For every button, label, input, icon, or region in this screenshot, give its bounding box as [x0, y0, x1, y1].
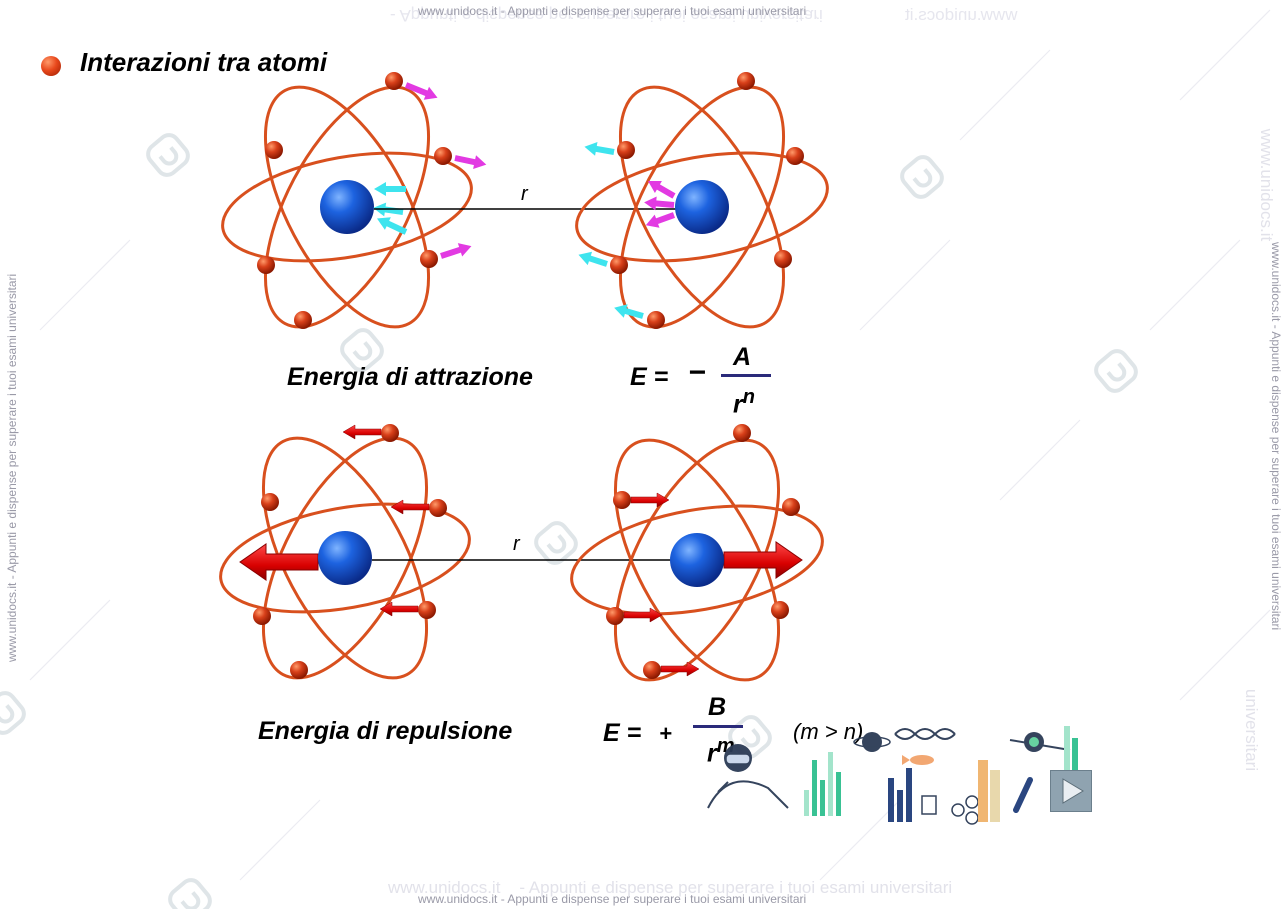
electron: [385, 72, 403, 90]
atom-attraction-right: [575, 72, 829, 329]
watermark-logo-icon: [1094, 349, 1138, 393]
arrow-red-small: [623, 607, 663, 623]
electron: [610, 256, 628, 274]
electron: [774, 250, 792, 268]
electron: [418, 601, 436, 619]
arrow-cyan: [584, 141, 615, 156]
attraction-formula-lhs: E =: [630, 363, 669, 391]
distance-label-repulsion: r: [513, 533, 520, 555]
orbit: [575, 151, 829, 263]
arrow-magenta: [404, 82, 438, 100]
electron: [257, 256, 275, 274]
watermark-logo-icon: [168, 878, 212, 909]
arrow-cyan: [614, 304, 644, 319]
watermark-logo-icon: [900, 155, 944, 199]
denominator-base: r: [733, 390, 743, 419]
electron: [606, 607, 624, 625]
arrow-cyan: [578, 251, 608, 267]
electron: [782, 498, 800, 516]
orbit: [263, 85, 431, 329]
watermark-logo-icon: [340, 328, 384, 372]
attraction-numerator: A: [733, 343, 752, 371]
arrow-red-small: [390, 499, 430, 515]
denominator-base: r: [707, 739, 717, 768]
electron: [643, 661, 661, 679]
electron: [647, 311, 665, 329]
watermark-logo-icon: [146, 133, 190, 177]
repulsion-caption: Energia di repulsione: [258, 717, 513, 745]
electron: [261, 493, 279, 511]
repulsion-condition: (m > n): [793, 719, 864, 744]
science-education-illustration: [707, 726, 1078, 825]
denominator-exponent: n: [742, 386, 755, 408]
watermark-logo-icon: [0, 691, 26, 735]
arrow-cyan: [373, 202, 404, 217]
electron: [733, 424, 751, 442]
electron: [381, 424, 399, 442]
attraction-denominator: rn: [733, 386, 755, 419]
electron: [737, 72, 755, 90]
electron: [429, 499, 447, 517]
electron: [771, 601, 789, 619]
next-slide-button[interactable]: [1050, 770, 1092, 812]
nucleus: [670, 533, 724, 587]
orbit: [618, 85, 786, 329]
electron: [290, 661, 308, 679]
arrow-red-small: [379, 601, 419, 617]
nucleus: [675, 180, 729, 234]
attraction-formula-sign: −: [688, 356, 706, 389]
atom-repulsion-right: [570, 424, 824, 682]
arrow-magenta: [645, 212, 676, 228]
repulsion-formula-lhs: E =: [603, 719, 642, 747]
arrow-red-large: [239, 543, 319, 581]
repulsion-numerator: B: [708, 693, 727, 721]
nucleus: [318, 531, 372, 585]
arrow-red-small: [342, 424, 382, 440]
attraction-fraction-bar: [721, 374, 771, 377]
orbit: [570, 504, 824, 616]
bullet-icon: [41, 56, 61, 76]
arrow-magenta: [440, 243, 472, 259]
arrow-magenta: [648, 180, 676, 199]
watermark-logo-icon: [534, 521, 578, 565]
attraction-caption: Energia di attrazione: [287, 363, 533, 391]
electron: [294, 311, 312, 329]
electron: [613, 491, 631, 509]
electron: [420, 250, 438, 268]
orbit: [221, 151, 473, 263]
arrow-cyan: [374, 182, 406, 196]
arrow-red-small: [660, 661, 700, 677]
distance-label-attraction: r: [521, 183, 528, 205]
electron: [265, 141, 283, 159]
atom-repulsion-left: [219, 424, 471, 680]
orbit: [618, 85, 786, 329]
arrow-magenta: [644, 196, 675, 211]
orbit: [263, 85, 431, 329]
slide-title: Interazioni tra atomi: [80, 47, 328, 77]
orbit: [261, 436, 429, 680]
electron: [253, 607, 271, 625]
orbit: [219, 502, 471, 614]
nucleus: [320, 180, 374, 234]
arrow-magenta: [454, 155, 487, 170]
orbit: [261, 436, 429, 680]
arrow-red-small: [630, 492, 670, 508]
electron: [617, 141, 635, 159]
watermark-bottom: www.unidocs.it - Appunti e dispense per …: [418, 892, 807, 906]
repulsion-fraction-bar: [693, 725, 743, 728]
orbit: [613, 438, 781, 682]
watermark-ghost-bottom: www.unidocs.it - Appunti e dispense per …: [388, 878, 953, 897]
arrow-cyan: [376, 217, 408, 235]
electron: [786, 147, 804, 165]
atom-attraction-left: [221, 72, 487, 329]
watermark-top: www.unidocs.it - Appunti e dispense per …: [418, 4, 807, 18]
arrow-red-large: [723, 541, 803, 579]
play-triangle-icon: [1062, 778, 1084, 804]
repulsion-formula-sign: +: [659, 721, 672, 746]
orbit: [613, 438, 781, 682]
electron: [434, 147, 452, 165]
